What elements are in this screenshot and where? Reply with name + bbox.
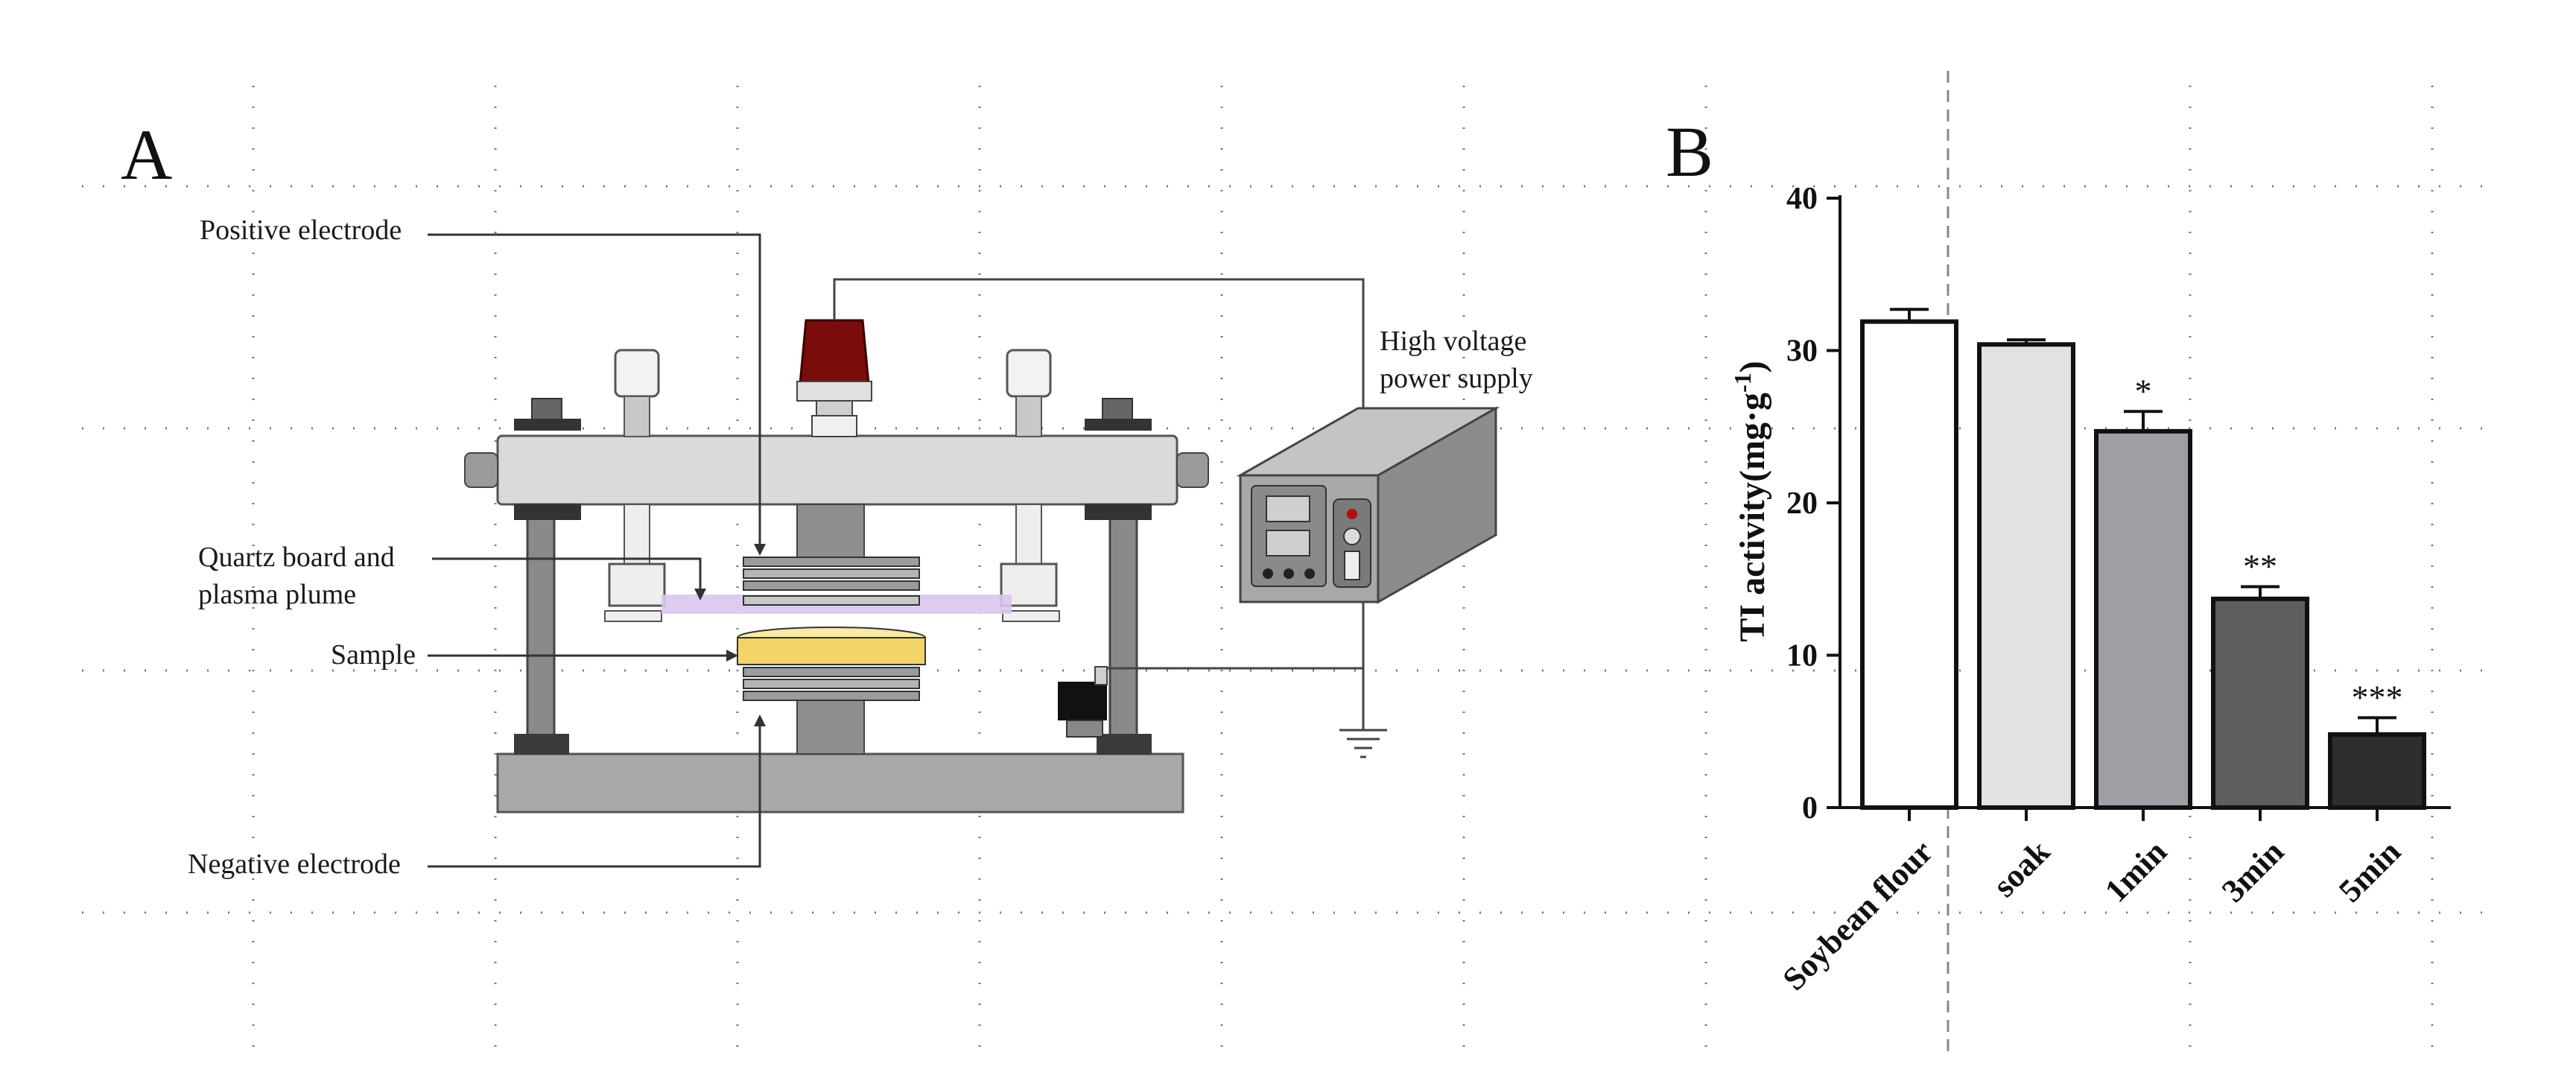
left-column-foot xyxy=(514,734,569,755)
ground-symbol-icon xyxy=(1339,729,1387,758)
power-supply-meter-2 xyxy=(1266,530,1310,557)
lower-electrode-plate-3 xyxy=(743,691,920,701)
power-supply-meter-1 xyxy=(1266,495,1310,522)
sample-layer xyxy=(737,637,926,665)
significance-mark-4: *** xyxy=(2352,678,2403,716)
base-plate xyxy=(496,752,1184,814)
leader-arrowheads xyxy=(694,544,766,726)
positive-electrode-label: Positive electrode xyxy=(200,215,402,246)
y-axis-title-main: TI activity(mg·g xyxy=(1733,393,1772,642)
crossbar-right-knob xyxy=(1176,452,1209,488)
upper-electrode-plate-2 xyxy=(743,568,920,579)
y-axis-title-close: ) xyxy=(1733,361,1772,373)
lower-shaft xyxy=(796,700,865,755)
power-switch xyxy=(1344,551,1360,580)
left-clamp-block xyxy=(608,562,666,607)
left-column xyxy=(526,513,556,739)
cap-ring xyxy=(796,381,872,402)
y-tick-label-0: 0 xyxy=(1802,791,1818,825)
bar-4 xyxy=(2328,732,2426,811)
y-tick-label-3: 30 xyxy=(1786,335,1818,369)
left-top-nut xyxy=(531,398,562,422)
high-voltage-label-line1: High voltage xyxy=(1380,326,1526,357)
right-column-foot xyxy=(1097,734,1152,755)
category-label-0: Soybean flour xyxy=(1776,833,1940,997)
plasma-apparatus-diagram xyxy=(428,233,1500,868)
upper-electrode-plate-1 xyxy=(743,557,920,567)
ground-connector xyxy=(1058,682,1107,720)
bar-1 xyxy=(1977,342,2075,810)
crossbar-under-right xyxy=(1085,504,1152,520)
lower-electrode-plate-1 xyxy=(743,667,920,677)
upper-electrode-plate-3 xyxy=(743,580,920,591)
ground-connector-base xyxy=(1066,720,1103,738)
top-crossbar xyxy=(496,434,1178,506)
crossbar-under-left xyxy=(514,504,581,520)
lower-electrode-plate-2 xyxy=(743,679,920,689)
bar-2 xyxy=(2094,428,2192,810)
category-label-4: 5min xyxy=(2332,833,2408,909)
significance-mark-3: ** xyxy=(2243,547,2277,585)
right-screw-rod xyxy=(1015,504,1042,565)
negative-electrode-label: Negative electrode xyxy=(188,849,401,880)
right-screw-thread xyxy=(1015,396,1042,437)
right-top-washer xyxy=(1085,419,1152,431)
cap-stem xyxy=(816,400,853,418)
category-label-2: 1min xyxy=(2098,833,2174,909)
left-screw-head xyxy=(614,349,660,398)
y-tick-label-4: 40 xyxy=(1786,182,1818,216)
cap-neck xyxy=(811,415,857,437)
power-supply-knob-3 xyxy=(1304,568,1315,579)
left-screw-rod xyxy=(624,504,650,565)
right-clamp-foot xyxy=(1002,610,1060,622)
power-indicator-light xyxy=(1347,509,1357,519)
crossbar-left-knob xyxy=(464,452,498,488)
panel-b-letter: B xyxy=(1666,112,1713,191)
leader-lines xyxy=(428,233,761,868)
bar-0 xyxy=(1860,319,1958,810)
y-tick-label-1: 10 xyxy=(1786,639,1818,673)
right-top-nut xyxy=(1102,398,1133,422)
right-screw-head xyxy=(1006,349,1052,398)
high-voltage-cap xyxy=(799,319,870,385)
quartz-label-line2: plasma plume xyxy=(198,579,356,610)
power-supply-dial xyxy=(1343,527,1361,545)
significance-mark-2: * xyxy=(2135,372,2152,410)
power-supply-knob-1 xyxy=(1263,568,1273,579)
quartz-board xyxy=(743,595,920,606)
left-clamp-foot xyxy=(604,610,662,622)
y-axis-title: TI activity(mg·g-1) xyxy=(1729,361,1772,641)
category-label-3: 3min xyxy=(2215,833,2291,909)
sample-label: Sample xyxy=(331,639,416,671)
y-axis-title-sup: -1 xyxy=(1729,373,1756,393)
high-voltage-label-line2: power supply xyxy=(1380,363,1533,394)
bar-3 xyxy=(2211,596,2309,811)
left-top-washer xyxy=(514,419,581,431)
right-column xyxy=(1108,513,1138,739)
panel-a-letter: A xyxy=(121,115,172,194)
left-screw-thread xyxy=(624,396,650,437)
power-supply-knob-2 xyxy=(1284,568,1294,579)
upper-shaft xyxy=(796,504,865,565)
category-label-1: soak xyxy=(1986,833,2058,904)
ground-connector-post xyxy=(1094,666,1108,685)
y-tick-label-2: 20 xyxy=(1786,486,1818,521)
quartz-label-line1: Quartz board and xyxy=(198,542,395,573)
high-voltage-wire xyxy=(833,278,1365,408)
